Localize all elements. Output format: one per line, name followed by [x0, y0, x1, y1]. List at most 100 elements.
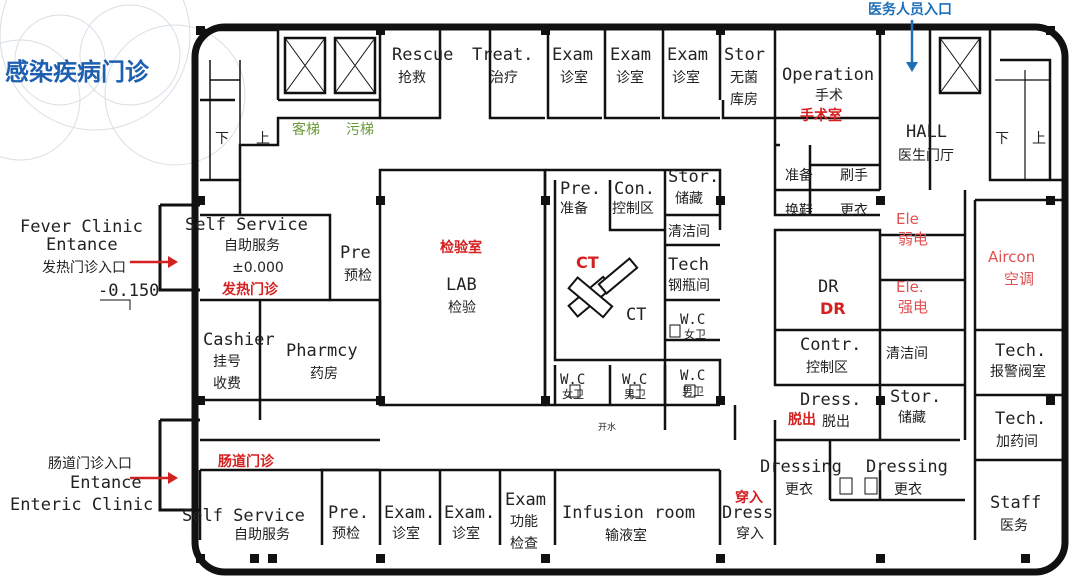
background-circles	[0, 0, 246, 166]
exam4-zh: 诊室	[392, 525, 420, 542]
cashier-label: Cashier	[203, 330, 275, 350]
stair-up-left: 上	[256, 131, 270, 147]
enteric-clinic-red: 肠道门诊	[218, 453, 275, 470]
clean-label: 清洁间	[668, 224, 710, 240]
pre-bot-zh: 预检	[332, 526, 360, 542]
dressing1-label: Dressing	[760, 457, 842, 477]
tech-dose-zh: 加药间	[996, 434, 1038, 450]
exam6-zh2: 检查	[510, 536, 538, 552]
aircon-zh: 空调	[1004, 270, 1034, 288]
elev-guest-label: 客梯	[292, 121, 320, 138]
dress-in-zh: 穿入	[736, 526, 764, 542]
clean2-label: 清洁间	[886, 346, 928, 362]
wc-m-zh: 男卫	[624, 388, 646, 401]
change-clothes-label: 更衣	[840, 203, 868, 219]
exam2-zh-label: 诊室	[616, 69, 644, 86]
cashier-zh1: 挂号	[213, 354, 241, 370]
wc-f-zh: 女卫	[562, 387, 584, 401]
wc-f-small-label: W.C	[680, 312, 705, 328]
dress-out-zh: 脱出	[822, 414, 850, 430]
tech-gas-zh: 钢瓶间	[668, 278, 710, 294]
tech-alarm-zh: 报警阀室	[990, 363, 1046, 380]
wc-f-small-zh: 女卫	[684, 327, 706, 341]
pharmacy-label: Pharmcy	[286, 341, 358, 361]
ct-pre-zh: 准备	[560, 200, 588, 217]
enteric-entrance-en1: Entance	[70, 473, 142, 493]
dress-in-label: Dress	[722, 503, 773, 523]
page-title: 感染疾病门诊	[5, 58, 150, 86]
self-service-top-zh: 自助服务	[224, 238, 280, 254]
exam3-label: Exam	[667, 45, 708, 65]
infusion-zh: 输液室	[605, 527, 647, 544]
treat-label: Treat.	[472, 45, 533, 65]
lab-zh-label: 检验	[448, 300, 476, 316]
fever-entrance-zh: 发热门诊入口	[42, 260, 126, 276]
wc-f-label: W.C	[560, 372, 585, 388]
exam2-label: Exam	[610, 45, 651, 65]
ct-label: CT	[626, 305, 646, 325]
lab-red-label: 检验室	[440, 239, 482, 256]
wc-m-label: W.C	[622, 372, 647, 388]
hall-zh-label: 医生门厅	[898, 148, 954, 164]
exam4-label: Exam.	[384, 503, 435, 523]
pre-top-zh: 预检	[344, 268, 372, 284]
self-service-top-elev: ±0.000	[232, 260, 284, 276]
scrub-label: 刷手	[840, 168, 868, 184]
dressing2-zh: 更衣	[894, 482, 922, 498]
dressing1-zh: 更衣	[785, 482, 813, 498]
hall-label: HALL	[906, 122, 947, 142]
staff-zh: 医务	[1000, 518, 1028, 534]
operation-red-label: 手术室	[800, 107, 842, 124]
dr-red-label: DR	[820, 299, 846, 318]
contr-label: Contr.	[800, 335, 861, 355]
wc-m2-label: W.C	[680, 368, 705, 384]
exam3-zh-label: 诊室	[672, 69, 700, 86]
ele-weak-zh: 弱电	[898, 230, 928, 248]
prep-label: 准备	[785, 167, 813, 184]
dress-in-red: 穿入	[735, 489, 763, 506]
ct-red-label: CT	[576, 253, 599, 272]
stor-r-zh: 储藏	[898, 410, 926, 426]
stor-top-label: Stor	[724, 45, 765, 65]
fever-clinic-red: 发热门诊	[221, 281, 279, 298]
entrance-arrows	[130, 20, 918, 484]
exam1-zh-label: 诊室	[560, 69, 588, 86]
contr-zh: 控制区	[806, 360, 848, 376]
aircon-label: Aircon	[988, 248, 1035, 266]
elev-dirty-label: 污梯	[346, 122, 374, 138]
exam6-zh1: 功能	[510, 514, 538, 530]
pharmacy-zh: 药房	[310, 366, 338, 382]
stor-mid-zh: 储藏	[675, 191, 703, 207]
lab-label: LAB	[446, 275, 477, 295]
wc-m2-zh: 男卫	[682, 385, 704, 398]
stair-up-right: 上	[1032, 131, 1046, 147]
infusion-label: Infusion room	[562, 503, 695, 523]
outer-wall	[191, 23, 1069, 576]
pre-bot-label: Pre.	[328, 503, 369, 523]
pre-top-label: Pre	[340, 243, 371, 263]
ct-scanner-symbol	[567, 257, 639, 319]
wc-note: 开水	[598, 421, 616, 433]
exam5-label: Exam.	[444, 503, 495, 523]
self-service-bot-label: Self Service	[182, 506, 305, 526]
rescue-label: Rescue	[392, 45, 453, 65]
stor-r-label: Stor.	[890, 387, 941, 407]
dress-out-label: Dress.	[800, 390, 861, 410]
structural-columns	[196, 26, 1055, 563]
self-service-top-label: Self Service	[185, 215, 308, 235]
staff-label: Staff	[990, 493, 1041, 513]
tech-alarm-label: Tech.	[995, 341, 1046, 361]
stair-down-left: 下	[215, 131, 229, 147]
tech-gas-label: Tech	[668, 255, 709, 275]
stair-down-right: 下	[995, 131, 1009, 147]
toilet-symbols	[569, 324, 878, 495]
ele-strong-label: Ele.	[896, 278, 924, 296]
treat-zh-label: 治疗	[490, 70, 518, 86]
fever-elevation: -0.150	[98, 281, 159, 301]
fever-entrance-en1: Fever Clinic	[20, 217, 143, 237]
dr-label: DR	[818, 277, 839, 297]
dress-out-red: 脱出	[788, 411, 816, 428]
enteric-entrance-en2: Enteric Clinic	[10, 495, 153, 515]
exam1-label: Exam	[552, 45, 593, 65]
